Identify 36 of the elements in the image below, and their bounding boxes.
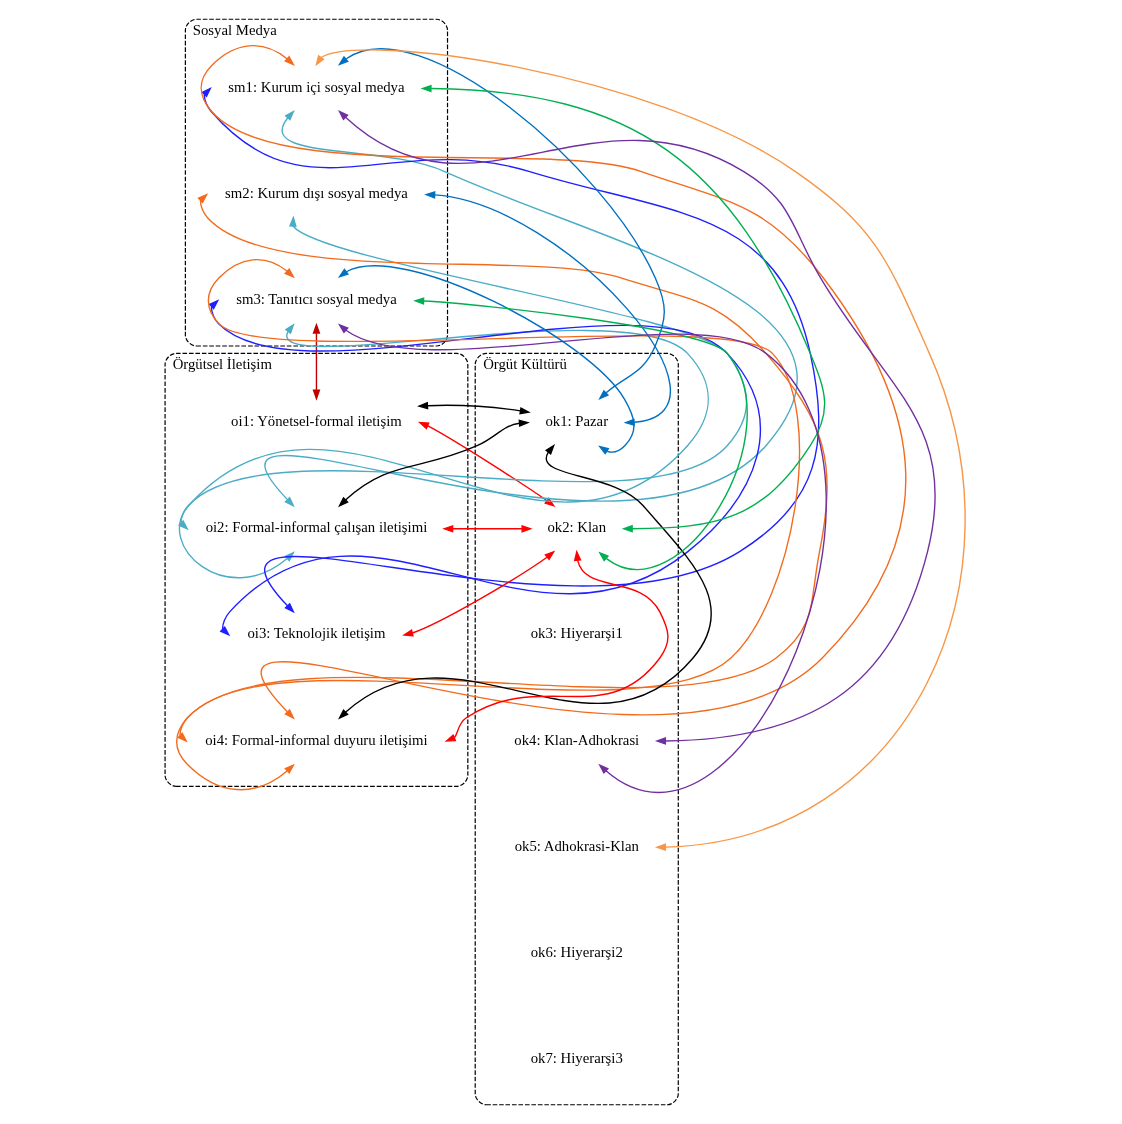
arrow xyxy=(337,110,936,745)
arrow xyxy=(423,191,671,427)
arrow xyxy=(200,45,906,720)
arrow xyxy=(337,419,530,508)
node-text: ok7: Hiyerarşi3 xyxy=(530,1050,623,1067)
arrow xyxy=(337,265,635,455)
arrow xyxy=(337,48,665,401)
node-text: oi1: Yönetsel-formal iletişim xyxy=(230,413,402,430)
node-text: sm1: Kurum içi sosyal medya xyxy=(227,78,405,95)
arrow xyxy=(412,297,747,570)
arrow xyxy=(314,49,966,851)
arrow xyxy=(207,299,761,637)
arrow xyxy=(178,323,709,579)
arrow xyxy=(337,323,826,791)
arrow xyxy=(420,84,825,533)
node-text: sm3: Tanıtıcı sosyal medya xyxy=(235,291,397,308)
node-text: sm2: Kurum dışı sosyal medya xyxy=(224,185,408,202)
arrow xyxy=(177,215,747,531)
arrow xyxy=(175,259,800,791)
arrow xyxy=(444,549,669,742)
arrow xyxy=(337,444,712,720)
node-text: ok3: Hiyerarşi1 xyxy=(530,625,623,642)
arrow xyxy=(176,193,828,743)
node-text: oi4: Formal-informal duyuru iletişimi xyxy=(204,731,428,748)
node-text: ok2: Klan xyxy=(546,519,606,536)
node-text: ok6: Hiyerarşi2 xyxy=(530,943,623,960)
arrow xyxy=(416,401,531,415)
node-text: ok5: Adhokrasi-Klan xyxy=(514,837,639,854)
arrow xyxy=(312,322,320,401)
node-text: ok1: Pazar xyxy=(544,413,608,430)
arrow xyxy=(441,524,533,533)
arrow xyxy=(401,550,555,637)
node-text: ok4: Klan-Adhokrasi xyxy=(513,731,639,748)
node-text: oi3: Teknolojik iletişim xyxy=(246,625,385,642)
node-text: oi2: Formal-informal çalışan iletişimi xyxy=(205,519,427,536)
arrow xyxy=(200,87,819,614)
